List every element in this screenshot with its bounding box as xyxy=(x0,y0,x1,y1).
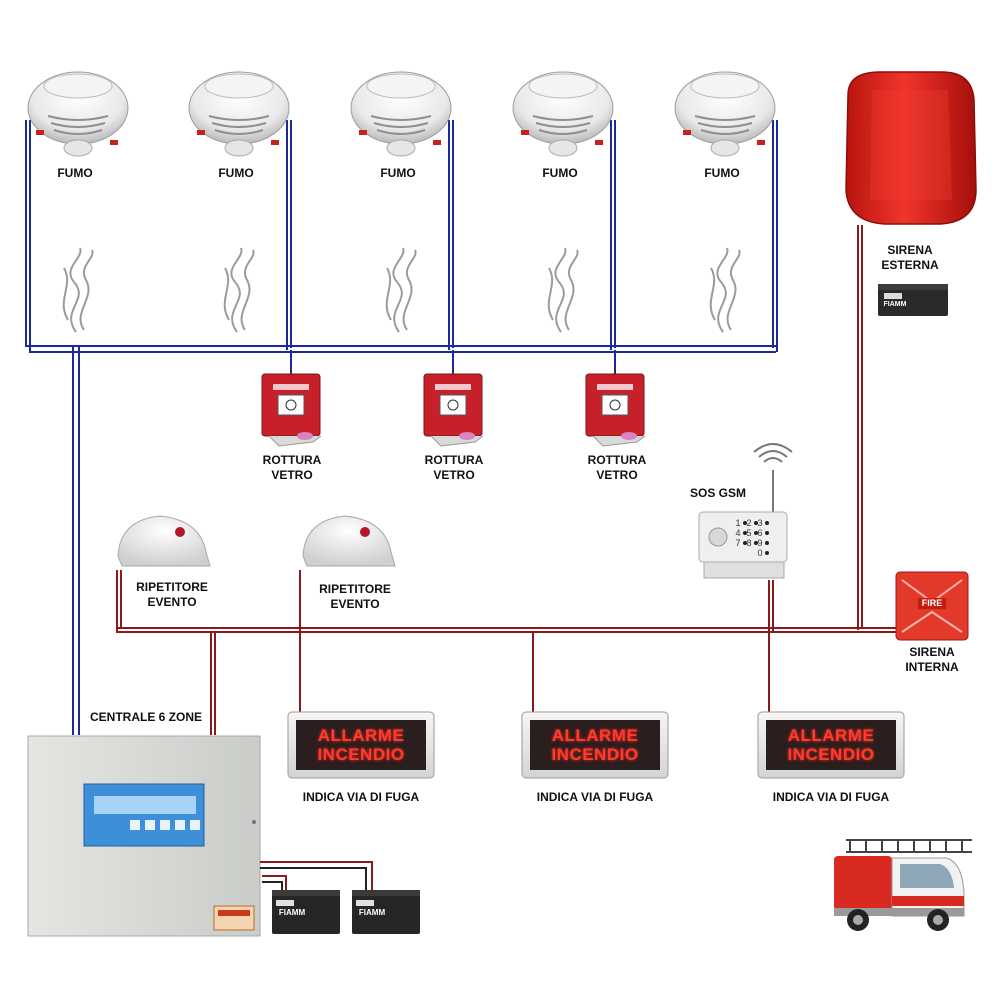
gsm-key-button-4 xyxy=(743,531,747,535)
gsm-key-button-5 xyxy=(754,531,758,535)
gsm-key-4: 4 xyxy=(735,528,740,538)
gsm-key-button-0 xyxy=(765,551,769,555)
exit-sign-2-text: ALLARME INCENDIO xyxy=(530,726,660,764)
mcp-label-1-line2: VETRO xyxy=(271,468,313,482)
smoke-detector-4 xyxy=(512,71,614,157)
repeater-label-2-line2: EVENTO xyxy=(330,597,380,611)
gsm-key-button-1 xyxy=(743,521,747,525)
event-repeaters xyxy=(117,515,396,567)
smoke-wisp-icon-5 xyxy=(709,247,741,333)
smoke-wisp-icon-4 xyxy=(547,247,579,333)
smoke-detector-1 xyxy=(27,71,129,157)
mcp-label-2-line1: ROTTURA xyxy=(424,453,484,467)
internal-siren-badge: FIRE xyxy=(918,598,946,609)
detector-label-5: FUMO xyxy=(704,166,740,180)
panel-batteries xyxy=(260,861,420,934)
gsm-key-9: 9 xyxy=(757,538,762,548)
gsm-key-5: 5 xyxy=(746,528,751,538)
mcp-label-3: ROTTURA VETRO xyxy=(577,453,657,483)
external-siren xyxy=(845,71,977,316)
smoke-detector-3 xyxy=(350,71,452,157)
battery-brand-2: FIAMM xyxy=(358,908,386,917)
external-siren-line2: ESTERNA xyxy=(881,258,939,272)
internal-siren-line2: INTERNA xyxy=(905,660,959,674)
manual-call-points xyxy=(261,373,646,447)
gsm-key-2: 2 xyxy=(746,518,751,528)
gsm-key-0: 0 xyxy=(757,548,762,558)
exit-sign-1-caption: INDICA VIA DI FUGA xyxy=(302,790,420,804)
exit-sign-1 xyxy=(287,711,435,779)
repeater-label-1-line1: RIPETITORE xyxy=(136,580,208,594)
exit-sign-2 xyxy=(521,711,669,779)
gsm-key-button-9 xyxy=(765,541,769,545)
exit-sign-1-line1: ALLARME xyxy=(317,726,405,745)
smoke-detectors xyxy=(27,71,776,157)
battery-brand-3: FIAMM xyxy=(883,301,907,308)
exit-sign-3-line2: INCENDIO xyxy=(787,745,875,764)
smoke-detector-2 xyxy=(188,71,290,157)
control-panel-label: CENTRALE 6 ZONE xyxy=(89,710,202,724)
exit-sign-2-line1: ALLARME xyxy=(551,726,639,745)
red-wiring xyxy=(116,225,900,735)
battery-brand-1: FIAMM xyxy=(278,908,306,917)
internal-siren-label: SIRENA INTERNA xyxy=(892,645,972,675)
mcp-label-1: ROTTURA VETRO xyxy=(252,453,332,483)
repeater-label-1: RIPETITORE EVENTO xyxy=(122,580,222,610)
antenna-icon xyxy=(753,443,793,512)
smoke-wisps xyxy=(62,247,741,333)
mcp-label-2: ROTTURA VETRO xyxy=(414,453,494,483)
exit-sign-3-line1: ALLARME xyxy=(787,726,875,745)
gsm-key-1: 1 xyxy=(735,518,740,528)
smoke-wisp-icon-1 xyxy=(62,247,94,333)
gsm-key-button-6 xyxy=(765,531,769,535)
gsm-key-button-3 xyxy=(765,521,769,525)
gsm-key-button-8 xyxy=(754,541,758,545)
smoke-detector-5 xyxy=(674,71,776,157)
detector-label-3: FUMO xyxy=(380,166,416,180)
gsm-key-8: 8 xyxy=(746,538,751,548)
smoke-wisp-icon-2 xyxy=(223,247,255,333)
fire-truck-icon xyxy=(834,839,972,931)
siren-battery xyxy=(878,284,948,316)
exit-sign-2-line2: INCENDIO xyxy=(551,745,639,764)
smoke-wisp-icon-3 xyxy=(385,247,417,333)
exit-sign-3 xyxy=(757,711,905,779)
mcp-label-2-line2: VETRO xyxy=(433,468,475,482)
internal-siren-line1: SIRENA xyxy=(909,645,955,659)
gsm-label: SOS GSM xyxy=(690,486,747,500)
manual-call-point-2 xyxy=(423,373,484,447)
mcp-label-3-line2: VETRO xyxy=(596,468,638,482)
manual-call-point-1 xyxy=(261,373,322,447)
detector-label-2: FUMO xyxy=(218,166,254,180)
exit-sign-2-caption: INDICA VIA DI FUGA xyxy=(536,790,654,804)
gsm-key-button-2 xyxy=(754,521,758,525)
gsm-key-6: 6 xyxy=(757,528,762,538)
event-repeater-1 xyxy=(117,515,211,567)
event-repeater-2 xyxy=(302,515,396,567)
exit-sign-3-text: ALLARME INCENDIO xyxy=(766,726,896,764)
external-siren-label: SIRENA ESTERNA xyxy=(870,243,950,273)
gsm-key-3: 3 xyxy=(757,518,762,528)
detector-label-4: FUMO xyxy=(542,166,578,180)
gsm-key-7: 7 xyxy=(735,538,740,548)
exit-sign-3-caption: INDICA VIA DI FUGA xyxy=(772,790,890,804)
exit-signs xyxy=(287,711,905,779)
repeater-label-1-line2: EVENTO xyxy=(147,595,197,609)
mcp-label-3-line1: ROTTURA xyxy=(587,453,647,467)
repeater-label-2-line1: RIPETITORE xyxy=(319,582,391,596)
gsm-key-button-7 xyxy=(743,541,747,545)
blue-wiring xyxy=(25,120,778,735)
external-siren-line1: SIRENA xyxy=(887,243,933,257)
exit-sign-1-text: ALLARME INCENDIO xyxy=(296,726,426,764)
repeater-label-2: RIPETITORE EVENTO xyxy=(305,582,405,612)
manual-call-point-3 xyxy=(585,373,646,447)
detector-label-1: FUMO xyxy=(57,166,93,180)
control-panel-6-zone xyxy=(27,735,261,937)
exit-sign-1-line2: INCENDIO xyxy=(317,745,405,764)
logo-sticker xyxy=(213,905,255,931)
mcp-label-1-line1: ROTTURA xyxy=(262,453,322,467)
